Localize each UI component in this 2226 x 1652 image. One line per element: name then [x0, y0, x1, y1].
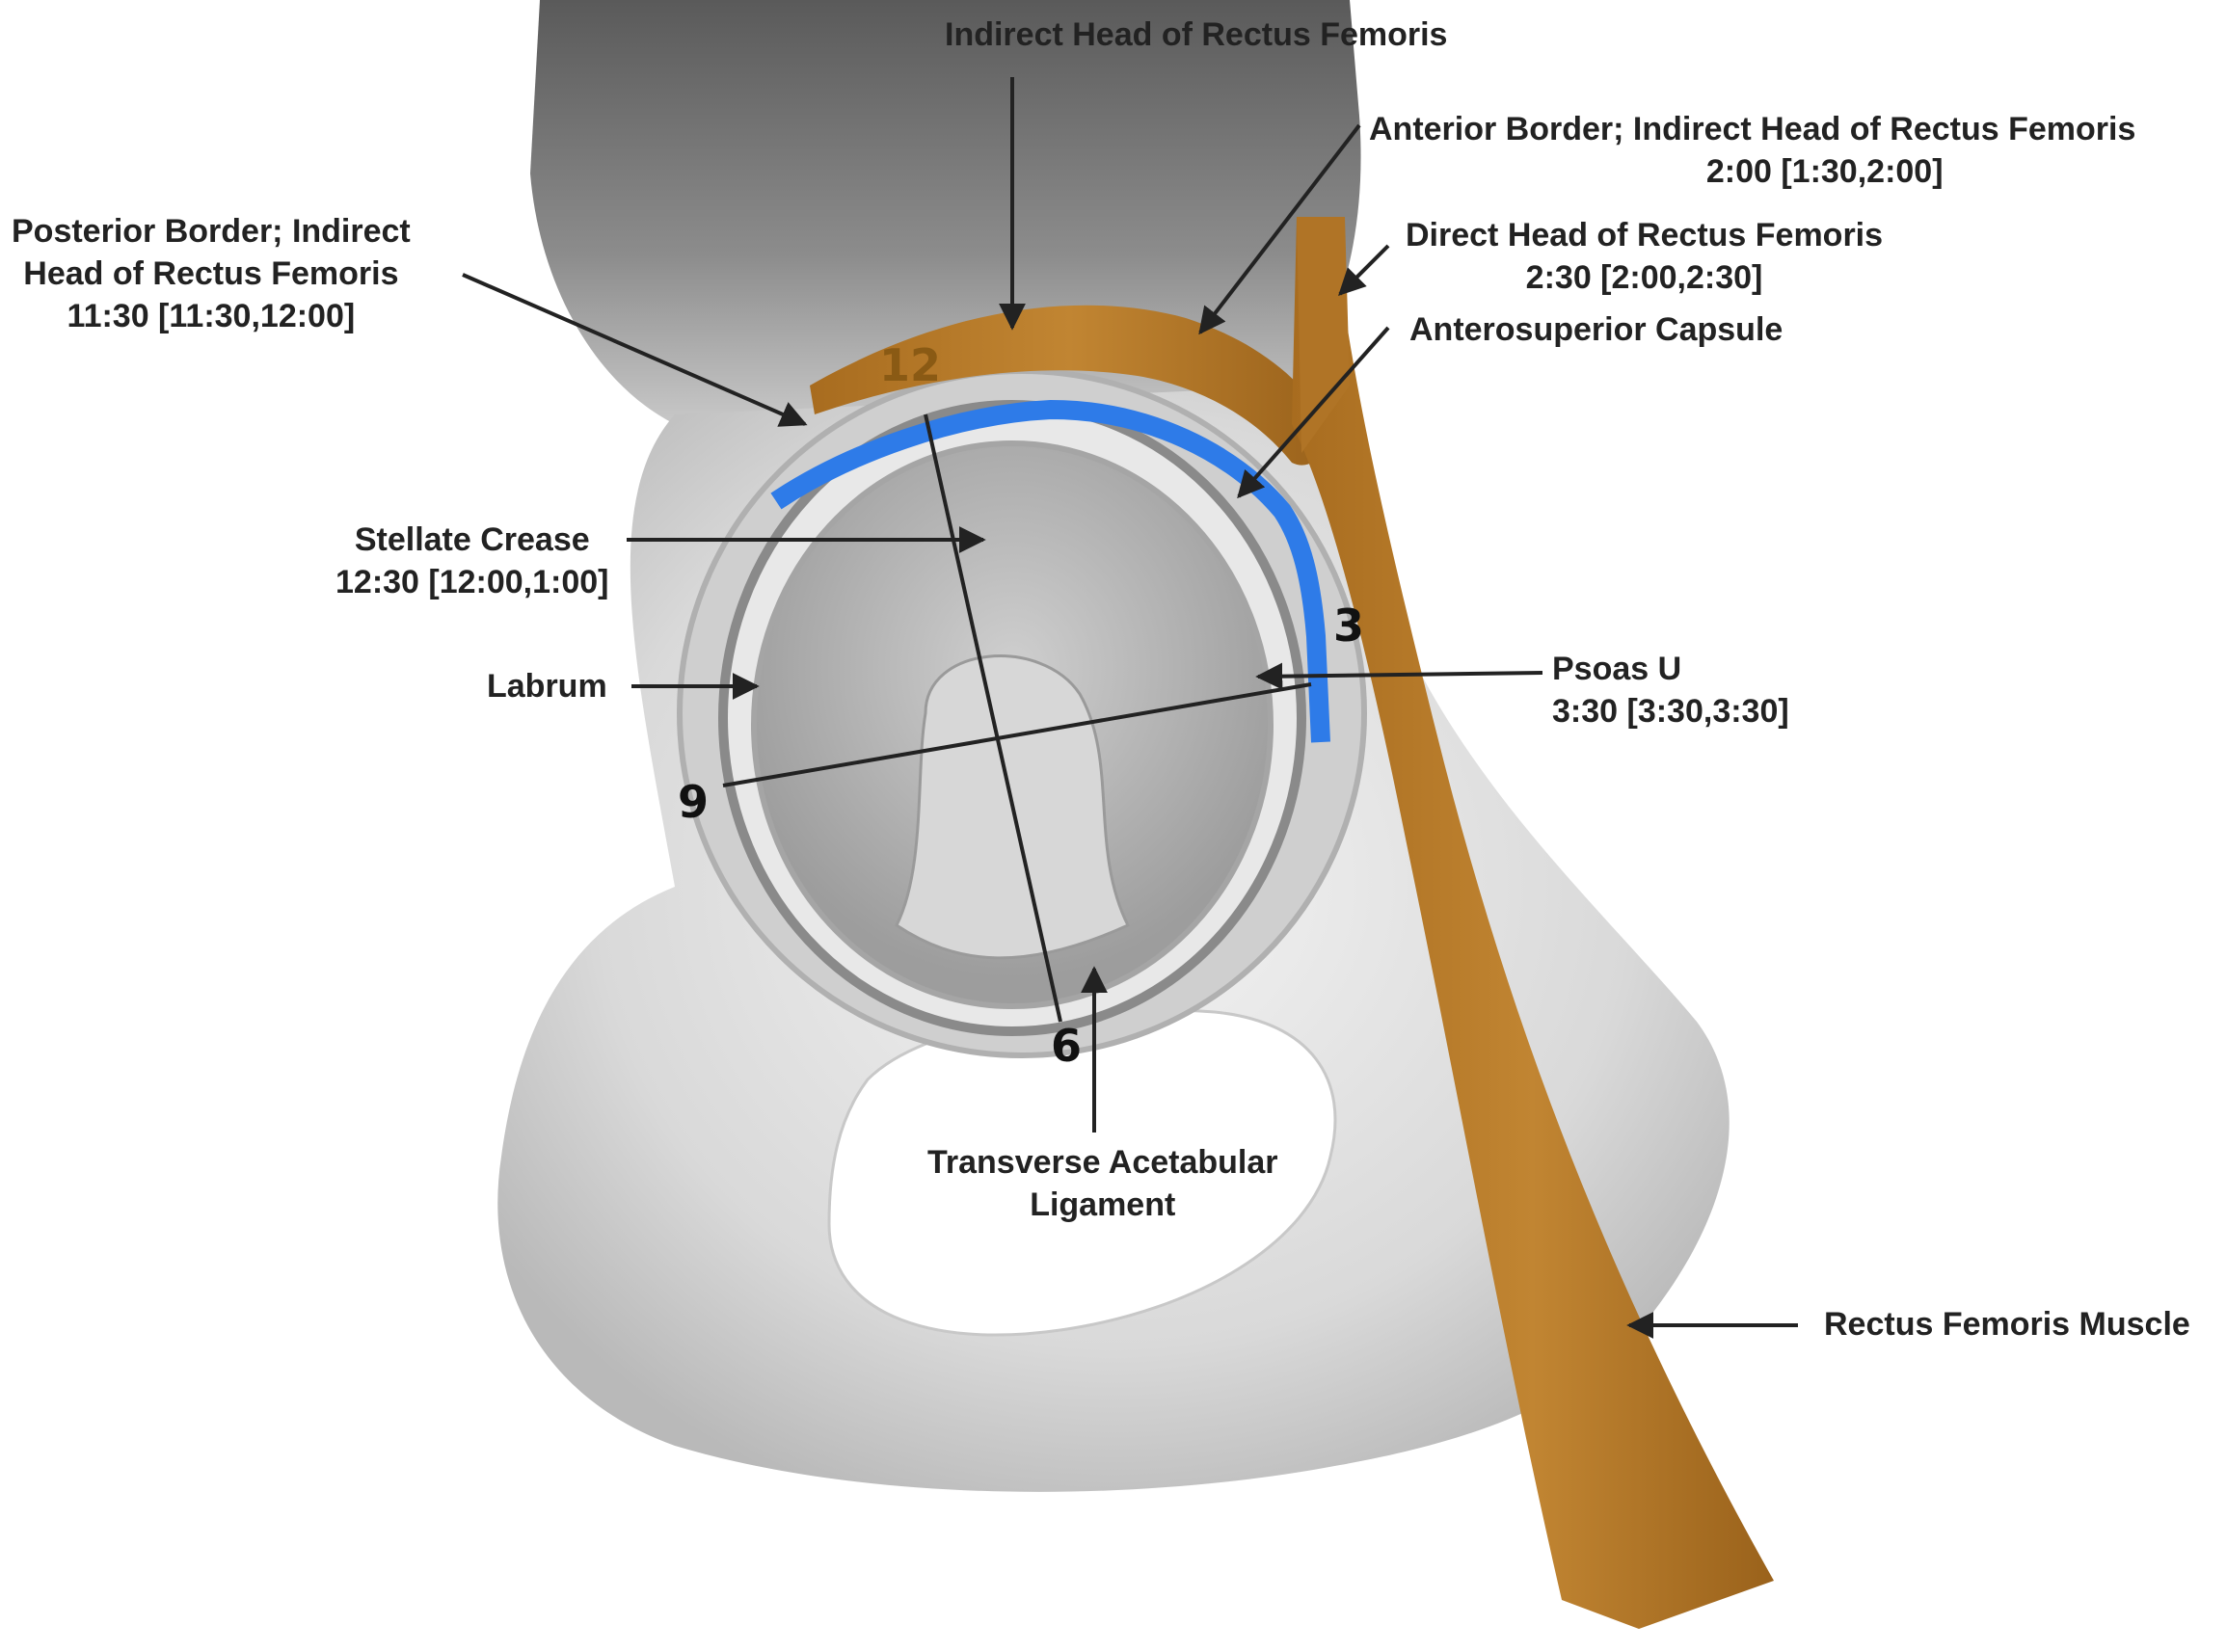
- label-anterosuperior-capsule: Anterosuperior Capsule: [1409, 308, 1783, 351]
- clock-3: 3: [1333, 600, 1364, 652]
- label-rectus-muscle: Rectus Femoris Muscle: [1824, 1303, 2190, 1346]
- clock-12: 12: [879, 339, 941, 391]
- label-psoas-u: Psoas U 3:30 [3:30,3:30]: [1552, 648, 1789, 733]
- label-stellate-crease: Stellate Crease 12:30 [12:00,1:00]: [335, 519, 609, 603]
- label-labrum: Labrum: [487, 665, 607, 707]
- clock-6: 6: [1051, 1020, 1082, 1072]
- label-transverse-ligament: Transverse Acetabular Ligament: [927, 1141, 1278, 1226]
- label-indirect-head: Indirect Head of Rectus Femoris: [945, 13, 1447, 56]
- label-posterior-border: Posterior Border; Indirect Head of Rectu…: [12, 210, 411, 338]
- label-anterior-border: Anterior Border; Indirect Head of Rectus…: [1369, 108, 2135, 193]
- label-direct-head: Direct Head of Rectus Femoris 2:30 [2:00…: [1406, 214, 1883, 299]
- clock-9: 9: [678, 776, 709, 828]
